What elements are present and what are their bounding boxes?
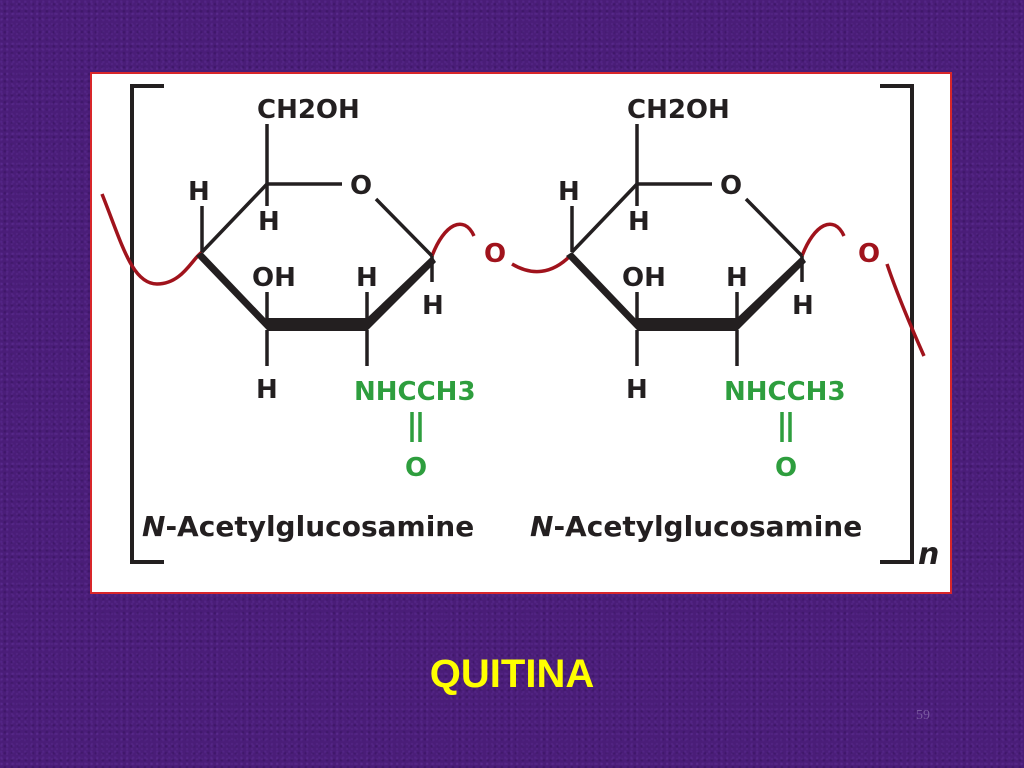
page-number: 59 (916, 708, 930, 723)
left-bracket (130, 84, 164, 564)
unit2-h-c2: H (726, 263, 748, 293)
unit1-hydroxyl: OH (252, 263, 296, 293)
repeat-subscript: n (918, 537, 939, 572)
unit1-h-c2: H (356, 263, 378, 293)
unit2-ch2oh: CH2OH (627, 95, 730, 125)
right-bracket (880, 84, 914, 564)
unit1-name-prefix: N (142, 510, 165, 543)
unit1-h-c5: H (258, 207, 280, 237)
chitin-structure-diagram: n O O (100, 84, 939, 572)
unit2-name: N-Acetylglucosamine (530, 510, 862, 543)
unit1-h-c1: H (422, 291, 444, 321)
glycosidic-link-1b (511, 254, 572, 274)
figure-panel: n O O (90, 72, 952, 594)
unit1-name: N-Acetylglucosamine (142, 510, 474, 543)
unit2-ring-oxygen: O (720, 171, 742, 201)
unit1-carbonyl-oxygen: O (405, 453, 427, 483)
unit2-h-c4-top: H (558, 177, 580, 207)
unit2-acetamido: NHCCH3 (724, 377, 846, 407)
unit2-carbonyl-oxygen: O (775, 453, 797, 483)
unit1-h-c4-top: H (188, 177, 210, 207)
glycosidic-oxygen-1: O (484, 239, 506, 269)
glycosidic-link-2 (800, 222, 846, 257)
unit1-acetamido: NHCCH3 (354, 377, 476, 407)
glycosidic-link-1 (430, 222, 476, 257)
unit1-ring-oxygen: O (350, 171, 372, 201)
sugar-unit-2 (566, 124, 806, 442)
slide-title: QUITINA (429, 652, 595, 696)
chain-right-tail (885, 263, 926, 357)
unit1-name-rest: -Acetylglucosamine (165, 510, 474, 543)
chain-left-curve (100, 193, 204, 286)
unit2-h-c1: H (792, 291, 814, 321)
unit2-name-prefix: N (530, 510, 553, 543)
unit1-h-c3: H (256, 375, 278, 405)
unit2-h-c3: H (626, 375, 648, 405)
unit1-ch2oh: CH2OH (257, 95, 360, 125)
glycosidic-oxygen-2: O (858, 239, 880, 269)
unit2-hydroxyl: OH (622, 263, 666, 293)
sugar-unit-1 (196, 124, 436, 442)
unit2-h-c5: H (628, 207, 650, 237)
unit2-name-rest: -Acetylglucosamine (553, 510, 862, 543)
